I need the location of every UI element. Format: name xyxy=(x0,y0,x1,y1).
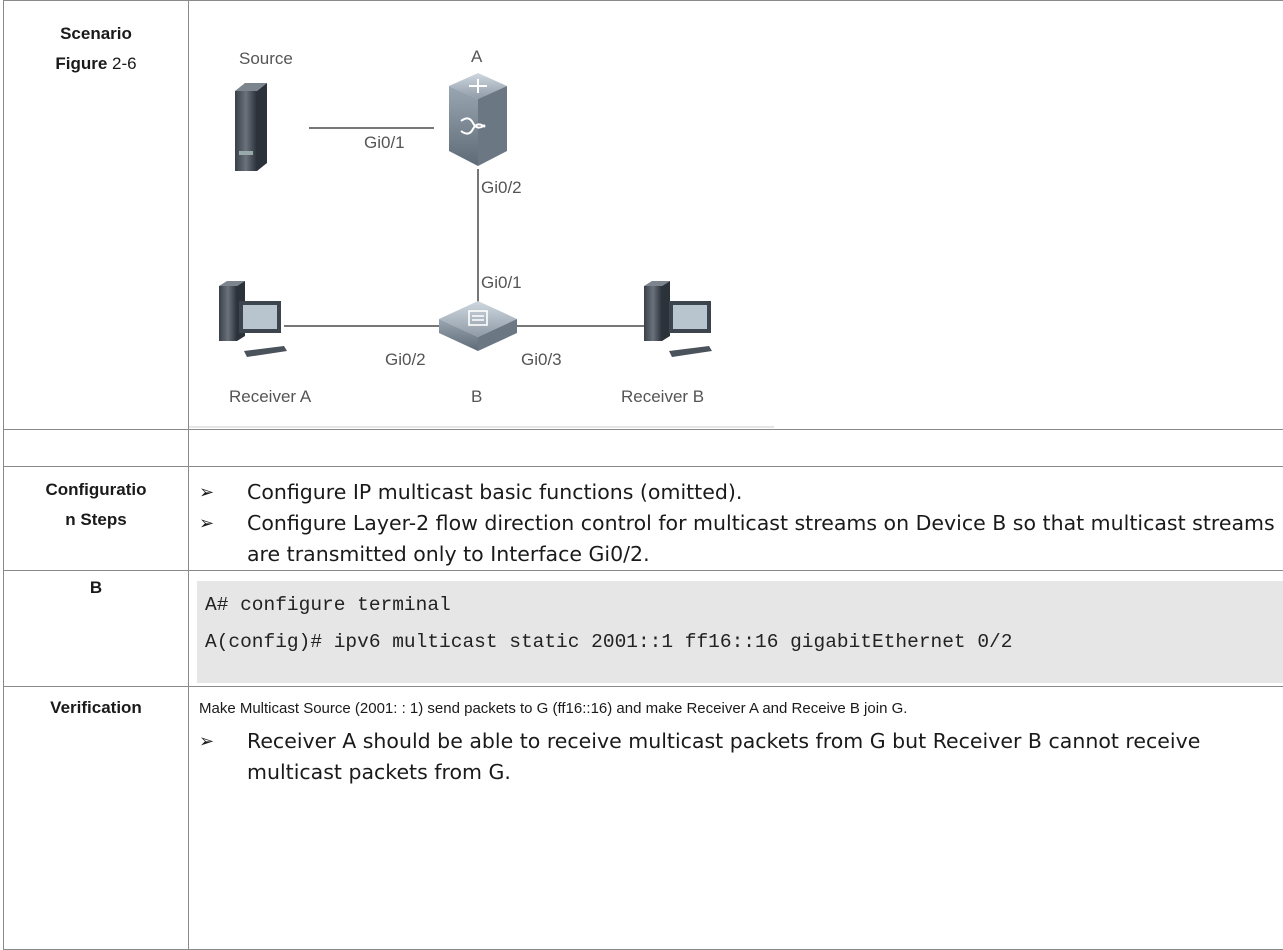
figure-label: Figure 2-6 xyxy=(4,49,188,79)
label-a-gi01: Gi0/1 xyxy=(364,133,405,152)
code-label: B xyxy=(4,571,188,603)
scenario-figure-cell: Source A Gi0/1 Gi0/2 Gi0/1 Gi0/2 Gi0/3 R… xyxy=(189,1,1283,430)
steps-label-line1: Configuratio xyxy=(4,475,188,505)
bullet-arrow-icon: ➢ xyxy=(199,726,214,757)
verification-list: ➢ Receiver A should be able to receive mu… xyxy=(189,726,1283,788)
label-source: Source xyxy=(239,49,293,68)
label-receiver-b: Receiver B xyxy=(621,387,704,406)
topology-diagram: Source A Gi0/1 Gi0/2 Gi0/1 Gi0/2 Gi0/3 R… xyxy=(189,1,789,429)
figure-number: 2-6 xyxy=(107,54,136,73)
steps-item: ➢ Configure IP multicast basic functions … xyxy=(199,477,1283,508)
label-b-gi01: Gi0/1 xyxy=(481,273,522,292)
verification-row: Verification Make Multicast Source (2001… xyxy=(4,687,1283,950)
bullet-arrow-icon: ➢ xyxy=(199,477,214,508)
code-label-cell: B xyxy=(4,571,189,687)
steps-label-cell: Configuratio n Steps xyxy=(4,467,189,571)
verification-item-text: Receiver A should be able to receive mul… xyxy=(247,729,1200,784)
steps-row: Configuratio n Steps ➢ Configure IP multi… xyxy=(4,467,1283,571)
verification-label-cell: Verification xyxy=(4,687,189,950)
receiver-b-pc-icon xyxy=(644,281,712,357)
label-b-gi02: Gi0/2 xyxy=(385,350,426,369)
verification-text: Make Multicast Source (2001: : 1) send p… xyxy=(189,687,1283,724)
blank-row xyxy=(4,430,1283,467)
label-receiver-a: Receiver A xyxy=(229,387,312,406)
label-b-gi03: Gi0/3 xyxy=(521,350,562,369)
scenario-label-cell: Scenario Figure 2-6 xyxy=(4,1,189,430)
verification-content-cell: Make Multicast Source (2001: : 1) send p… xyxy=(189,687,1283,950)
steps-item-text: Configure Layer-2 flow direction control… xyxy=(247,511,1275,566)
device-b-switch-icon xyxy=(439,301,517,351)
device-a-switch-icon xyxy=(449,73,507,166)
steps-item-text: Configure IP multicast basic functions (… xyxy=(247,480,742,504)
code-line: A# configure terminal xyxy=(205,587,1283,624)
source-server-icon xyxy=(235,83,267,171)
label-device-b: B xyxy=(471,387,482,406)
blank-label-cell xyxy=(4,430,189,467)
verification-label: Verification xyxy=(4,687,188,723)
scenario-row: Scenario Figure 2-6 xyxy=(4,1,1283,430)
figure-label-bold: Figure xyxy=(55,54,107,73)
label-device-a: A xyxy=(471,47,483,66)
steps-item: ➢ Configure Layer-2 flow direction contro… xyxy=(199,508,1283,570)
verification-item: ➢ Receiver A should be able to receive mu… xyxy=(199,726,1283,788)
receiver-a-pc-icon xyxy=(219,281,287,357)
code-line: A(config)# ipv6 multicast static 2001::1… xyxy=(205,624,1283,661)
bullet-arrow-icon: ➢ xyxy=(199,508,214,539)
steps-label-line2: n Steps xyxy=(4,505,188,535)
steps-list: ➢ Configure IP multicast basic functions … xyxy=(189,477,1283,570)
label-a-gi02: Gi0/2 xyxy=(481,178,522,197)
scenario-label: Scenario xyxy=(4,19,188,49)
config-table: Scenario Figure 2-6 xyxy=(3,0,1283,950)
blank-content-cell xyxy=(189,430,1283,467)
steps-content-cell: ➢ Configure IP multicast basic functions … xyxy=(189,467,1283,571)
topology-svg: Source A Gi0/1 Gi0/2 Gi0/1 Gi0/2 Gi0/3 R… xyxy=(189,1,789,429)
